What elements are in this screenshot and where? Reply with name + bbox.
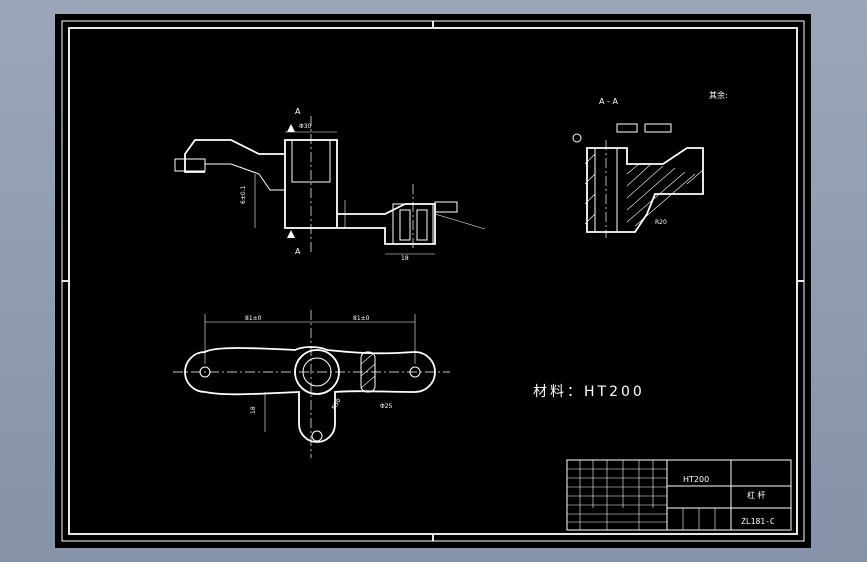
svg-text:杠 杆: 杠 杆 [747, 490, 766, 500]
section-view: A - A 其余: R20 [572, 90, 728, 238]
svg-text:其余:: 其余: [709, 90, 728, 100]
svg-text:A: A [295, 107, 301, 116]
svg-text:81±0: 81±0 [353, 315, 370, 322]
svg-text:A - A: A - A [599, 97, 618, 106]
svg-text:A: A [295, 247, 301, 256]
svg-text:18: 18 [250, 406, 257, 414]
plan-view: 81±0 81±0 18 Φ25 R30 [173, 310, 450, 458]
svg-text:Φ25: Φ25 [380, 403, 393, 410]
svg-text:HT200: HT200 [683, 475, 709, 484]
front-view: A A Φ30 18 6±0.1 [174, 107, 486, 262]
svg-text:81±0: 81±0 [245, 315, 262, 322]
svg-text:R30: R30 [331, 397, 343, 411]
svg-text:18: 18 [401, 255, 409, 262]
drawing-canvas[interactable]: A A Φ30 18 6±0.1 A - A 其余: [55, 14, 811, 548]
svg-text:6±0.1: 6±0.1 [240, 185, 247, 204]
title-block: HT200 杠 杆 ZL181-C [566, 459, 792, 531]
svg-text:Φ30: Φ30 [299, 123, 312, 130]
svg-text:R20: R20 [655, 219, 667, 226]
material-note: 材料：HT200 [533, 384, 645, 400]
outer-frame [61, 20, 805, 542]
drawing-sheet[interactable]: A A Φ30 18 6±0.1 A - A 其余: [55, 14, 811, 548]
inner-frame [68, 27, 798, 535]
svg-text:ZL181-C: ZL181-C [741, 517, 775, 526]
